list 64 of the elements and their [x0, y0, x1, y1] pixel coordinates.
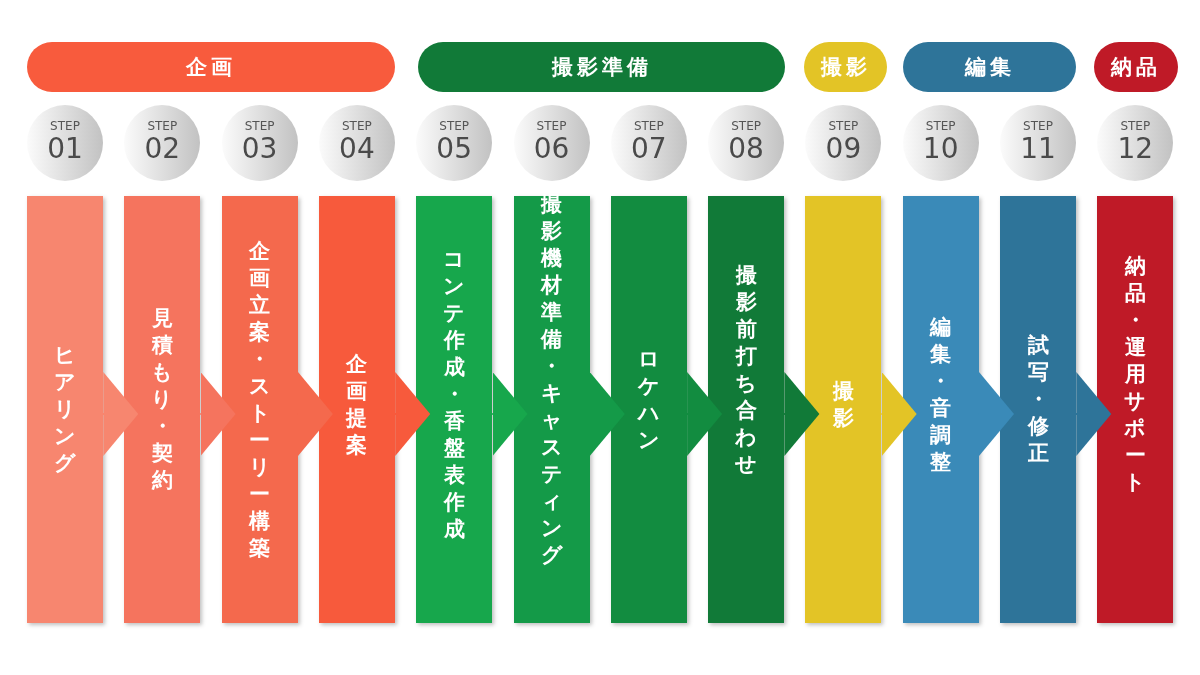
- step-caption: STEP: [341, 119, 373, 133]
- step-column: [1000, 196, 1076, 623]
- step-title: コンテ作成・香盤表作成: [442, 246, 467, 543]
- chevron-arrow: [588, 372, 625, 456]
- step-number: 03: [240, 133, 279, 165]
- phase-pill: 企画: [27, 42, 395, 92]
- step-caption: STEP: [730, 119, 762, 133]
- step-column: [902, 196, 979, 623]
- chevron-arrow: [977, 372, 1014, 456]
- step-column: [1097, 196, 1174, 623]
- chevron-arrow: [491, 372, 528, 456]
- step-number: 10: [921, 133, 960, 165]
- step-title: ヒアリング: [53, 342, 77, 477]
- step-column: [708, 196, 785, 623]
- step-title: 企画立案・ストーリー構築: [247, 237, 272, 562]
- step-number: 04: [338, 133, 376, 165]
- step-title: 企画提案: [344, 350, 369, 459]
- chevron-arrow: [393, 372, 431, 456]
- step-caption: STEP: [827, 119, 860, 133]
- step-caption: STEP: [243, 119, 276, 133]
- step-title: 編集・音調整: [928, 313, 953, 476]
- phase-pill: 納品: [1094, 42, 1178, 92]
- chevron-arrow: [102, 372, 139, 456]
- step-title: 撮影: [831, 377, 855, 432]
- step-number: 11: [1019, 133, 1057, 165]
- step-caption: STEP: [924, 119, 957, 133]
- step-title: 見積もり・契約: [150, 305, 175, 494]
- step-title: 試写・修正: [1026, 332, 1050, 467]
- step-column: [805, 196, 882, 623]
- phase-pill: 編集: [903, 42, 1076, 92]
- step-caption: STEP: [49, 119, 81, 133]
- step-title: ロケハン: [636, 345, 661, 454]
- step-number: 05: [435, 133, 473, 165]
- step-column: [610, 196, 687, 623]
- phase-pill: 撮影: [804, 42, 887, 92]
- step-column: [124, 196, 201, 623]
- step-column: [318, 196, 395, 623]
- step-number: 07: [629, 133, 668, 165]
- chevron-arrow: [685, 372, 723, 456]
- step-column: [221, 196, 298, 623]
- step-number: 08: [727, 133, 765, 165]
- step-title: 撮影機材準備・キャスティング: [539, 190, 564, 569]
- step-number: 01: [46, 133, 84, 165]
- step-title: 納品・運用サポート: [1123, 253, 1148, 496]
- phase-pill: 撮影準備: [418, 42, 785, 92]
- step-column: [27, 196, 103, 623]
- step-number: 06: [532, 133, 571, 165]
- step-number: 02: [143, 133, 182, 165]
- step-title: 撮影前打ち合わせ: [734, 261, 759, 478]
- step-caption: STEP: [146, 119, 179, 133]
- step-number: 12: [1116, 133, 1155, 165]
- step-column: [513, 196, 590, 623]
- step-column: [416, 196, 493, 623]
- step-caption: STEP: [535, 119, 568, 133]
- step-caption: STEP: [1119, 119, 1152, 133]
- step-number: 09: [824, 133, 863, 165]
- chevron-arrow: [199, 372, 236, 456]
- step-caption: STEP: [1022, 119, 1054, 133]
- step-caption: STEP: [438, 119, 471, 133]
- chevron-arrow: [783, 372, 820, 456]
- chevron-arrow: [296, 372, 333, 456]
- chevron-arrow: [1075, 372, 1112, 456]
- step-caption: STEP: [632, 119, 665, 133]
- chevron-arrow: [880, 372, 917, 456]
